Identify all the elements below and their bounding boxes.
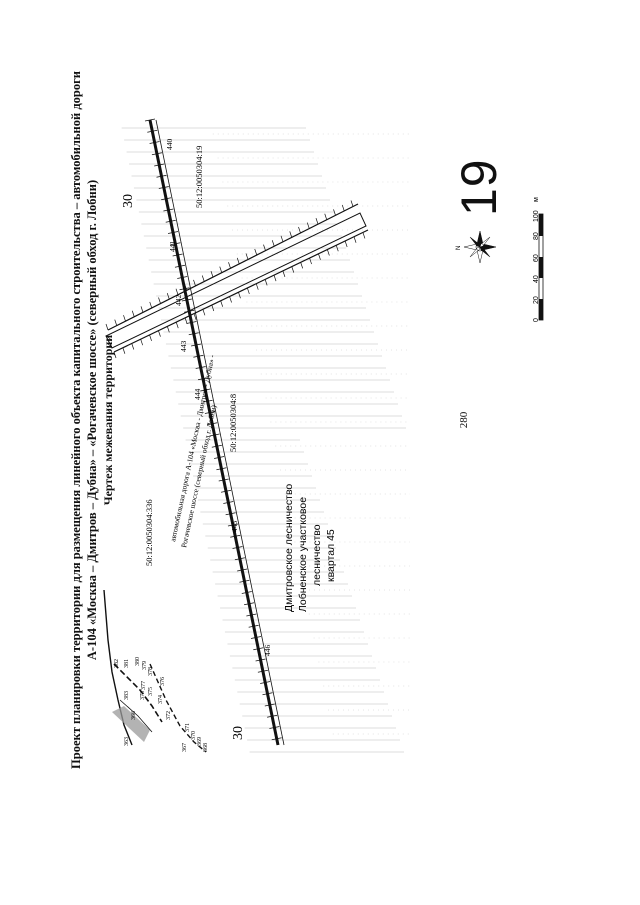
point-372: 372: [166, 711, 172, 720]
picket-444: 444: [193, 389, 202, 401]
picket-445: 445: [230, 521, 239, 533]
main-road-axis: [144, 118, 285, 746]
point-380: 380: [135, 657, 141, 666]
cadastral-label-19: 50:12:0050304:19: [194, 146, 204, 208]
picket-446: 446: [263, 645, 272, 657]
point-368: 368: [203, 743, 209, 752]
zone-label-bottom: 30: [231, 726, 246, 740]
grid-hatching: [121, 127, 406, 753]
compass-rose-icon: N: [456, 230, 497, 264]
point-382: 382: [114, 659, 120, 668]
crossing-road: [105, 200, 369, 359]
forestry-line-1: Дмитровское лесничество: [283, 484, 295, 612]
scale-tick-0: 0: [533, 318, 540, 322]
picket-442: 442: [174, 295, 183, 307]
forestry-line-3: лесничество: [311, 524, 323, 586]
point-374: 374: [158, 695, 164, 704]
scale-tick-40: 40: [533, 275, 540, 283]
scale-tick-80: 80: [533, 232, 540, 240]
point-377: 377: [141, 681, 147, 690]
forestry-label: Дмитровское лесничество Лобненское участ…: [283, 484, 337, 612]
scale-tick-100: 100: [533, 210, 540, 222]
scale-unit: м: [533, 197, 540, 202]
dot-hatching: [212, 133, 410, 735]
compass-north-label: N: [456, 246, 462, 250]
sheet-number: 19: [451, 158, 507, 216]
forestry-line-2: Лобненское участковое: [297, 497, 309, 612]
point-375: 375: [148, 687, 154, 696]
point-376: 376: [160, 677, 166, 686]
point-373: 373: [140, 691, 146, 700]
picket-441: 441: [168, 241, 177, 253]
scale-bar: [538, 213, 544, 321]
cadastral-label-8: 50:12:0050304:8: [228, 394, 238, 452]
point-363: 363: [124, 737, 130, 746]
picket-440: 440: [165, 139, 174, 151]
forestry-line-4: квартал 45: [325, 529, 337, 582]
picket-443: 443: [179, 341, 188, 353]
scale-tick-60: 60: [533, 254, 540, 262]
cadastral-label-336: 50:12:0050304:336: [144, 499, 154, 566]
zone-label-top: 30: [121, 194, 136, 208]
point-370: 370: [191, 731, 197, 740]
point-378: 378: [148, 667, 154, 676]
boundary-lines: [103, 589, 207, 753]
point-371: 371: [185, 723, 191, 732]
scale-tick-20: 20: [533, 296, 540, 304]
point-381: 381: [124, 659, 130, 668]
point-383: 383: [124, 691, 130, 700]
point-366: 366: [131, 711, 137, 720]
point-369: 369: [197, 737, 203, 746]
point-379: 379: [142, 661, 148, 670]
point-367: 367: [182, 743, 188, 752]
